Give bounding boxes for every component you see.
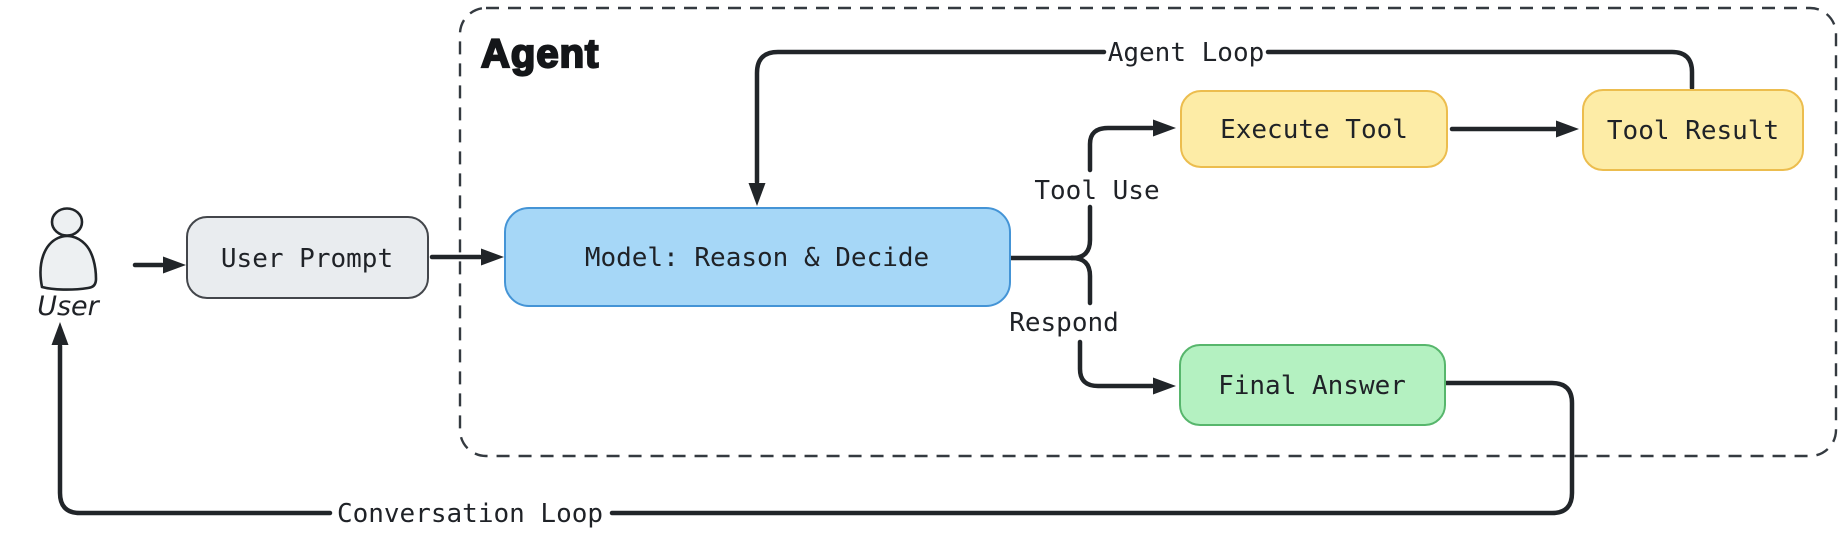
agent-container-title: Agent <box>481 32 599 76</box>
edge-conversation-loop-left <box>57 343 333 516</box>
agent-container-box <box>458 6 1838 458</box>
edge-agent-loop-right <box>1265 49 1695 91</box>
user-icon <box>39 207 98 291</box>
node-tool-result <box>1582 89 1804 171</box>
edge-label-tool-use: Tool Use <box>1034 176 1159 206</box>
node-execute-tool-label: Execute Tool <box>1220 115 1408 145</box>
node-model-label: Model: Reason & Decide <box>585 243 929 273</box>
user-icon-body <box>39 234 98 291</box>
arrowhead-respond <box>1153 377 1176 395</box>
edge-label-respond: Respond <box>1009 308 1119 338</box>
arrowhead-execute-to-result <box>1556 120 1579 138</box>
user-icon-head <box>50 207 84 237</box>
arrowhead-tool-use <box>1153 119 1176 137</box>
user-actor-label: User <box>37 291 100 322</box>
diagram-edges <box>51 49 1695 516</box>
node-tool-result-label: Tool Result <box>1607 116 1779 146</box>
edge-conversation-loop-right <box>609 380 1575 516</box>
edge-agent-loop-left <box>754 49 1107 185</box>
edge-label-agent-loop: Agent Loop <box>1108 38 1265 68</box>
edge-respond-lower <box>1077 339 1155 389</box>
node-user-prompt-label: User Prompt <box>221 244 393 274</box>
node-user-prompt <box>186 216 429 299</box>
arrowhead-agent-loop <box>748 183 766 206</box>
node-final-answer <box>1179 344 1446 426</box>
arrowhead-prompt-to-model <box>481 248 504 266</box>
node-final-answer-label: Final Answer <box>1218 371 1406 401</box>
edge-tool-use-upper <box>1087 125 1155 173</box>
edge-tool-use-lower <box>1069 204 1093 261</box>
node-execute-tool <box>1180 90 1448 168</box>
edge-label-conversation-loop: Conversation Loop <box>337 499 603 529</box>
node-model <box>504 207 1011 307</box>
arrowhead-conversation-loop <box>51 322 69 345</box>
arrowhead-user-to-prompt <box>163 256 186 274</box>
edge-respond-upper <box>1069 255 1093 306</box>
